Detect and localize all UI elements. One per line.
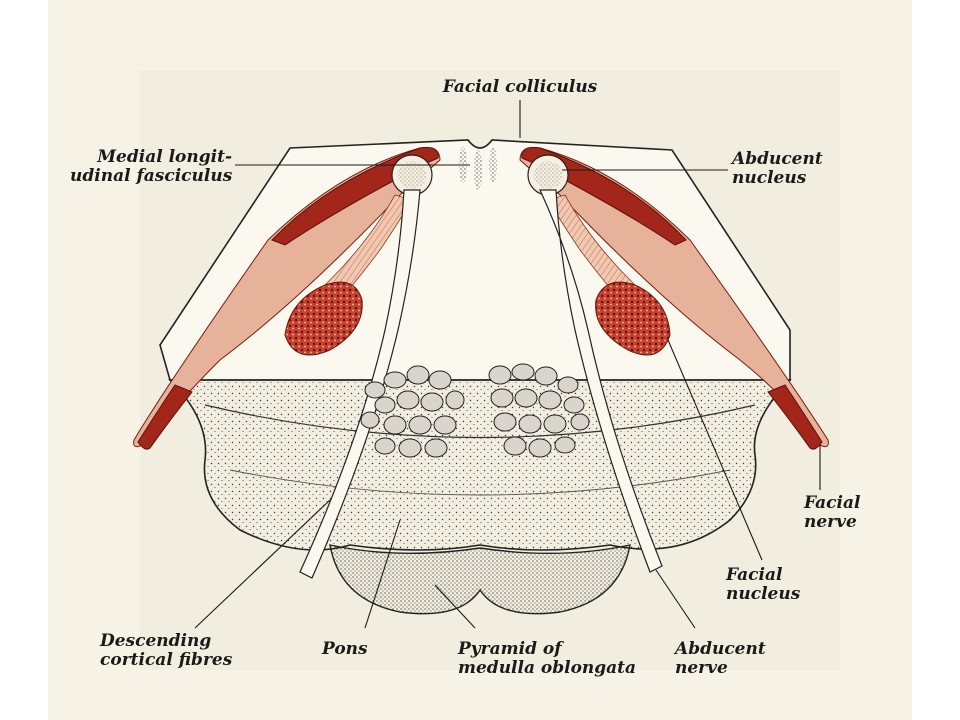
leader-lines: [194, 100, 821, 629]
facial-nucleus-left: [284, 281, 363, 356]
corticospinal-bundle-right: [488, 363, 590, 458]
label-abducent-nerve: Abducent nerve: [675, 639, 766, 678]
facial-nucleus-right: [595, 281, 671, 356]
basilar-pons-outline: [168, 379, 792, 551]
label-facial-colliculus: Facial colliculus: [442, 77, 598, 97]
pons-groove: [204, 404, 756, 439]
label-pons: Pons: [322, 639, 368, 659]
abducent-nerve-left: [299, 189, 421, 579]
label-medial-longitudinal-fasciculus: Medial longit- udinal fasciculus: [70, 147, 233, 186]
corticospinal-bundle-left: [360, 365, 465, 458]
label-facial-nucleus: Facial nucleus: [726, 565, 801, 604]
pyramid-of-medulla-shape: [329, 544, 631, 615]
label-pyramid-of-medulla-oblongata: Pyramid of medulla oblongata: [458, 639, 637, 678]
pons-groove-lower: [229, 469, 731, 496]
label-facial-nerve: Facial nerve: [804, 493, 861, 532]
label-abducent-nucleus: Abducent nucleus: [732, 149, 823, 188]
abducent-nerve-right: [539, 189, 663, 573]
label-descending-cortical-fibres: Descending cortical fibres: [100, 631, 233, 670]
